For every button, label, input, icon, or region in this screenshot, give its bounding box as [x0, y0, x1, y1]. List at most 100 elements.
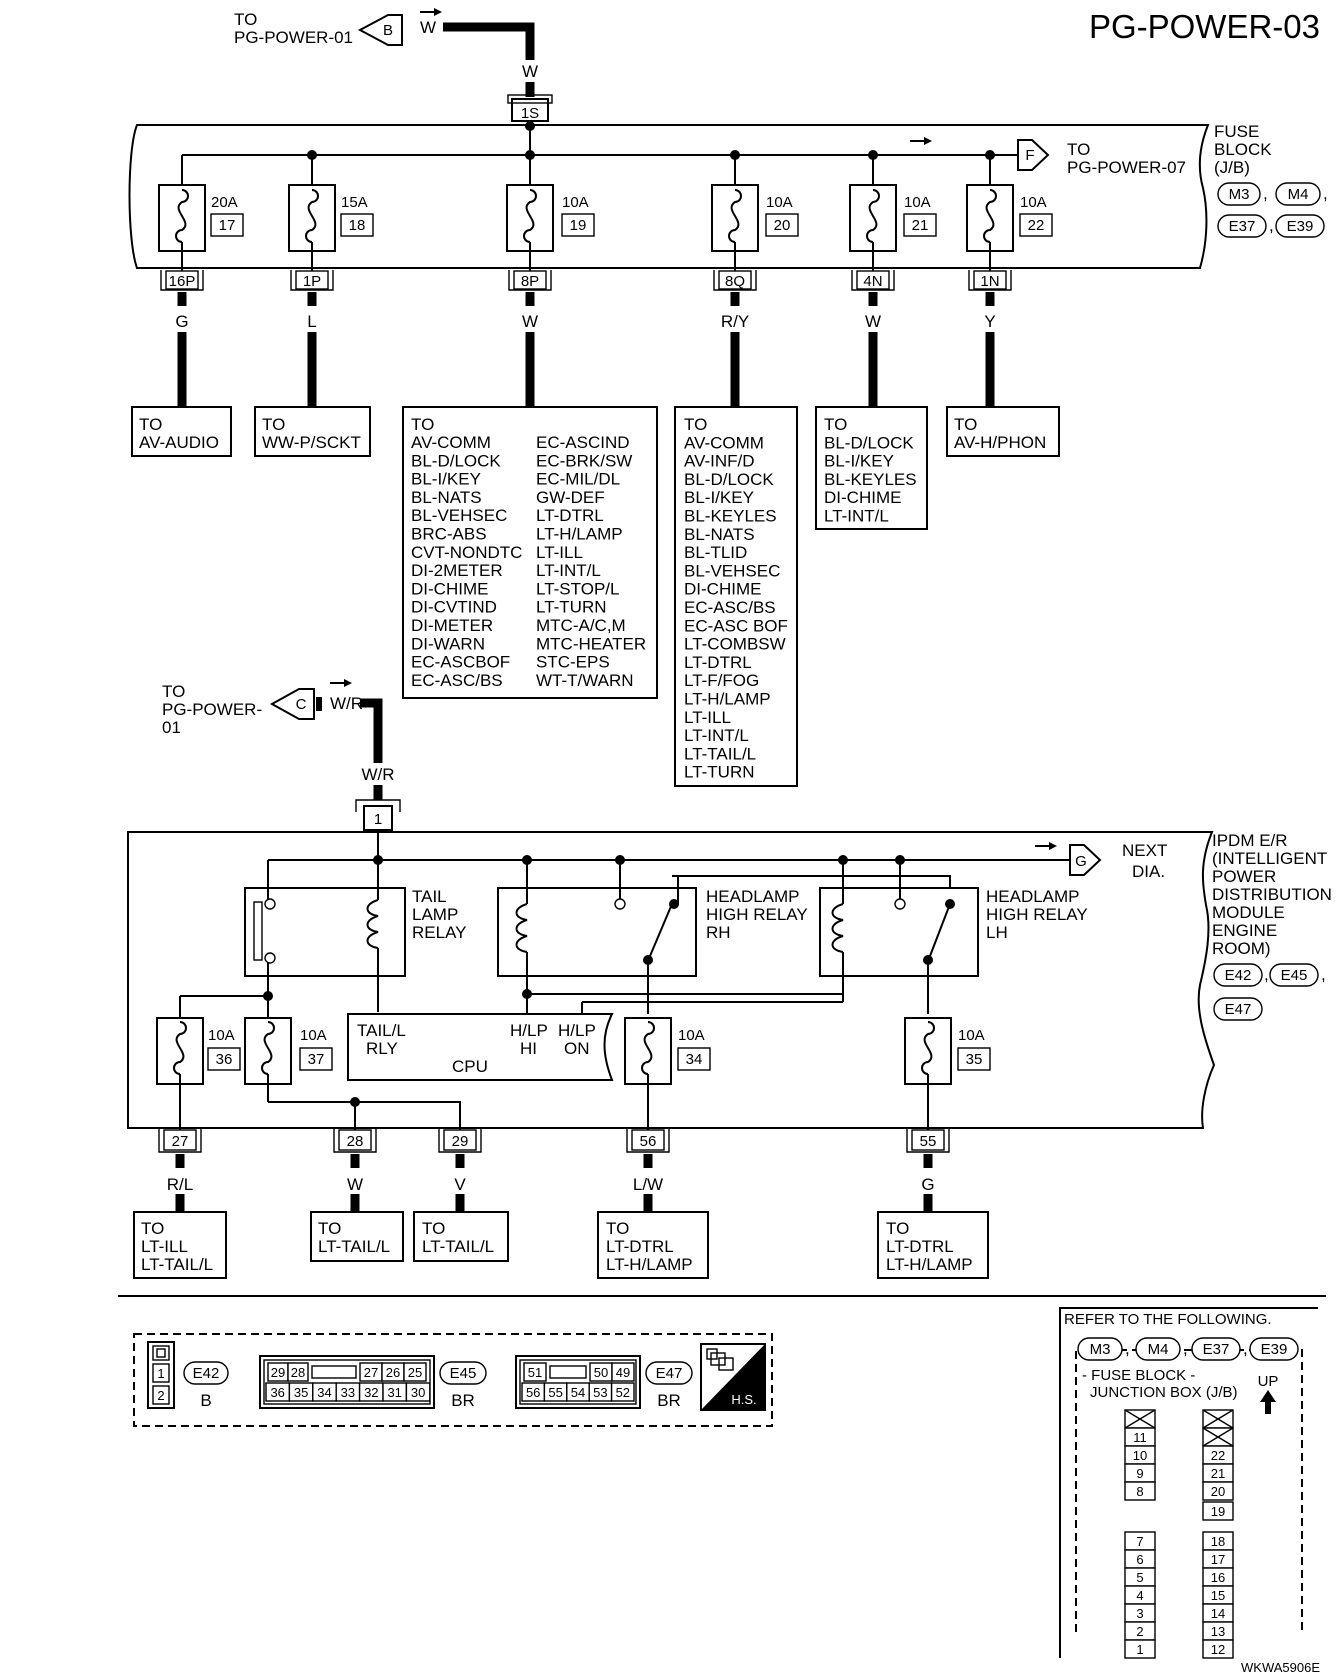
fuse-18: 15A 18 — [288, 150, 374, 280]
connector-ipdm-1: 1 — [355, 799, 401, 831]
svg-text:2: 2 — [157, 1388, 164, 1403]
label: WT-T/WARN — [536, 671, 634, 690]
label: EC-ASC BOF — [684, 616, 788, 635]
terminal-1p: 1P — [290, 270, 334, 291]
svg-text:E37: E37 — [1229, 218, 1256, 235]
svg-text:POWER: POWER — [1212, 867, 1276, 886]
label: LT-TURN — [536, 598, 607, 617]
svg-text:W/R: W/R — [330, 694, 363, 713]
dest-fuse21-list: TOBL-D/LOCKBL-I/KEYBL-KEYLESDI-CHIMELT-I… — [815, 406, 928, 530]
svg-text:M4: M4 — [1148, 1341, 1169, 1358]
label: BL-D/LOCK — [684, 470, 774, 489]
link-arrow-b — [357, 14, 403, 46]
svg-text:ROOM): ROOM) — [1212, 939, 1271, 958]
label: DI-WARN — [411, 634, 485, 653]
svg-text:AV-H/PHON: AV-H/PHON — [954, 433, 1046, 452]
wire-label-rl: R/L — [167, 1175, 193, 1194]
label: 34 — [317, 1385, 331, 1400]
svg-text:G: G — [1075, 853, 1087, 870]
tail-lamp-relay: TAIL LAMP RELAY — [244, 860, 467, 1012]
wire-label-lw: L/W — [633, 1175, 663, 1194]
label: LT-INT/L — [536, 561, 601, 580]
fuse-17: 20A 17 — [158, 155, 244, 280]
svg-text:19: 19 — [570, 217, 587, 234]
svg-text:1P: 1P — [303, 273, 321, 290]
terminal-28: 28 — [333, 1128, 377, 1153]
wire-label-w: W — [522, 312, 538, 331]
svg-text:1: 1 — [157, 1366, 164, 1381]
svg-text:E47: E47 — [1225, 1001, 1252, 1018]
label: LT-COMBSW — [684, 635, 786, 654]
label: 30 — [411, 1385, 425, 1400]
label: 17 — [1211, 1552, 1225, 1567]
label: DI-CHIME — [684, 580, 761, 599]
label: BL-KEYLES — [824, 470, 917, 489]
label: BL-NATS — [684, 525, 755, 544]
connector-1s: 1S — [507, 94, 553, 122]
label: 16 — [1211, 1570, 1225, 1585]
svg-text:34: 34 — [686, 1051, 703, 1068]
svg-text:M3: M3 — [1229, 186, 1250, 203]
label: 54 — [571, 1385, 585, 1400]
label: 53 — [593, 1385, 607, 1400]
svg-text:10A: 10A — [1020, 194, 1047, 211]
label: AV-INF/D — [684, 452, 755, 471]
svg-text:,: , — [1183, 1339, 1188, 1358]
svg-text:18: 18 — [349, 217, 366, 234]
svg-text:,: , — [1264, 965, 1269, 984]
svg-text:35: 35 — [966, 1051, 983, 1068]
svg-text:RELAY: RELAY — [412, 923, 467, 942]
label: 20 — [1211, 1484, 1225, 1499]
svg-text:BLOCK: BLOCK — [1214, 140, 1272, 159]
label: LT-DTRL — [536, 506, 604, 525]
label: 5 — [1136, 1570, 1143, 1585]
svg-text:E42: E42 — [193, 1365, 220, 1382]
label: EC-MIL/DL — [536, 470, 620, 489]
dest-ww-psckt: TO WW-P/SCKT — [254, 406, 371, 457]
svg-text:E45: E45 — [1281, 967, 1308, 984]
svg-text:,: , — [1269, 216, 1274, 235]
svg-text:CPU: CPU — [452, 1057, 488, 1076]
svg-text:4N: 4N — [863, 273, 882, 290]
wire-label-l: L — [307, 312, 316, 331]
svg-text:M3: M3 — [1090, 1341, 1111, 1358]
label: 35 — [294, 1385, 308, 1400]
label: BL-VEHSEC — [411, 506, 507, 525]
label: BL-KEYLES — [684, 507, 777, 526]
pin-cell — [610, 1382, 635, 1402]
pin-cell — [1124, 1481, 1156, 1501]
label: 11 — [1133, 1430, 1147, 1445]
connector-key — [311, 1365, 357, 1379]
label: EC-ASCBOF — [411, 653, 510, 672]
svg-text:F: F — [1025, 147, 1034, 164]
terminal-27: 27 — [158, 1128, 202, 1153]
label: 1 — [1136, 1642, 1143, 1657]
label: LT-ILL — [536, 543, 583, 562]
connector-views-box — [133, 1333, 773, 1427]
svg-text:TAIL/L: TAIL/L — [357, 1021, 406, 1040]
svg-text:LT-DTRL: LT-DTRL — [606, 1237, 674, 1256]
connector-e42-view: 1 2 E42 B — [147, 1341, 229, 1410]
dest-av-hphon: TO AV-H/PHON — [946, 406, 1060, 457]
svg-text:28: 28 — [347, 1133, 364, 1150]
fuse-block-label: FUSE BLOCK (J/B) M3 , M4 , E37 , E39 — [1214, 122, 1328, 238]
svg-text:37: 37 — [308, 1051, 325, 1068]
svg-text:56: 56 — [640, 1133, 657, 1150]
wire-label-g2: G — [921, 1175, 934, 1194]
headlamp-high-relay-rh: HEADLAMP HIGH RELAY RH — [497, 860, 808, 1014]
pin-cell — [523, 1362, 547, 1382]
svg-text:HEADLAMP: HEADLAMP — [706, 887, 800, 906]
svg-text:HI: HI — [520, 1039, 537, 1058]
wire-label-wr: W/R — [361, 765, 394, 784]
label: BL-D/LOCK — [824, 433, 914, 452]
svg-text:TO: TO — [262, 415, 285, 434]
label: 19 — [1211, 1504, 1225, 1519]
label: 2 — [1136, 1624, 1143, 1639]
label: DI-CHIME — [824, 488, 901, 507]
terminal-56: 56 — [626, 1128, 670, 1153]
svg-text:PG-POWER-01: PG-POWER-01 — [234, 28, 353, 47]
label: TO — [684, 415, 707, 434]
svg-text:,: , — [1321, 965, 1326, 984]
